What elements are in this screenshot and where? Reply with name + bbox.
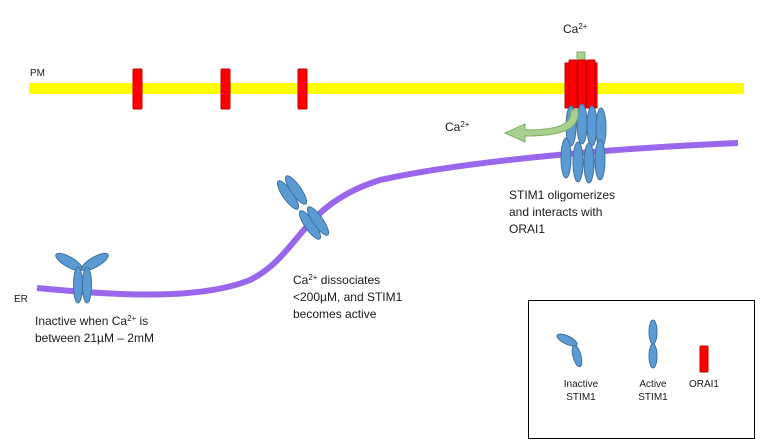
open-orai1-channel [564, 51, 598, 109]
caption-oligomerizes: STIM1 oligomerizes and interacts with OR… [509, 188, 616, 236]
caption-inactive: Inactive when Ca2+ is between 21µM – 2mM [35, 314, 154, 345]
legend-orai1-label: ORAI1 [688, 379, 719, 390]
ca-ion-label-top: Ca2+ [563, 22, 588, 36]
stim1-activating-er [276, 175, 330, 240]
ca-ion-label-released: Ca2+ [445, 120, 470, 134]
legend-icons [556, 319, 709, 373]
er-label: ER [14, 294, 28, 305]
plasma-membrane [29, 83, 744, 94]
caption-dissociates: Ca2+ dissociates <200µM, and STIM1 becom… [293, 273, 403, 321]
stim1-inactive-er [55, 252, 109, 304]
orai1-channel [297, 68, 308, 110]
orai1-channel [220, 68, 231, 110]
legend-active-stim1-label: Active STIM1 [638, 379, 668, 403]
stim1-oligomer [560, 103, 607, 184]
pm-label: PM [30, 68, 45, 79]
legend: Inactive STIM1 Active STIM1 ORAI1 [528, 300, 755, 439]
orai1-channel [132, 68, 143, 110]
legend-inactive-stim1-icon [556, 333, 583, 368]
legend-inactive-stim1-label: Inactive STIM1 [563, 379, 599, 403]
legend-orai1-icon [699, 345, 709, 373]
legend-active-stim1-icon [648, 319, 658, 369]
ca-flow-arrow [503, 109, 579, 143]
